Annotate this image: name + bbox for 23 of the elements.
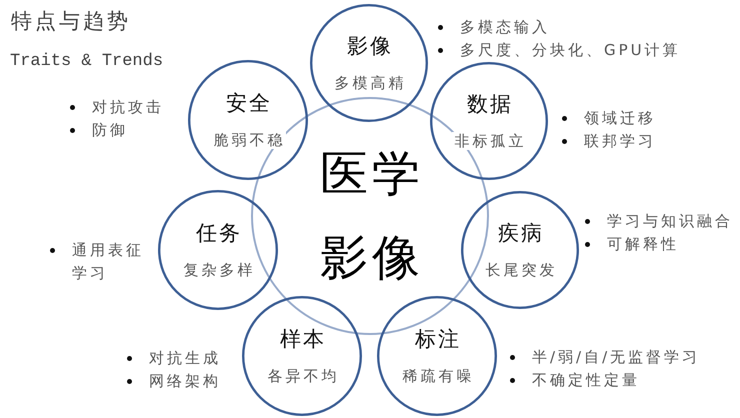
bullet-text: 不确定性定量 xyxy=(532,370,640,390)
bullet-text: 网络架构 xyxy=(149,370,221,392)
topic-heading: 安全 xyxy=(225,91,272,116)
topic-heading: 疾病 xyxy=(497,221,544,246)
topic-heading: 影像 xyxy=(346,34,393,59)
bullet-text: 对抗攻击 xyxy=(92,96,164,118)
topic-heading: 标注 xyxy=(414,327,461,352)
page-title: 特点与趋势 xyxy=(11,8,131,34)
bullet-text: 联邦学习 xyxy=(584,130,656,152)
center-title: 医学影像 xyxy=(319,145,425,288)
bullet-text: 多模态输入 xyxy=(460,16,550,38)
topic-heading: 任务 xyxy=(195,221,242,246)
topic-heading: 样本 xyxy=(279,327,326,352)
bullet-text: 半/弱/自/无监督学习 xyxy=(532,346,700,368)
subtitle: Traits & Trends xyxy=(10,51,164,73)
bullet-text: 学习与知识融合 xyxy=(607,210,733,232)
bullet-text: 通用表征学习 xyxy=(72,240,145,284)
bullet-text: 对抗生成 xyxy=(149,348,221,368)
bullet-text: 可解释性 xyxy=(607,234,679,254)
bullet-text: 多尺度、分块化、GPU计算 xyxy=(460,40,681,60)
bullet-text: 防御 xyxy=(92,120,128,140)
topic-heading: 数据 xyxy=(466,92,513,117)
bullet-text: 领域迁移 xyxy=(584,108,656,128)
